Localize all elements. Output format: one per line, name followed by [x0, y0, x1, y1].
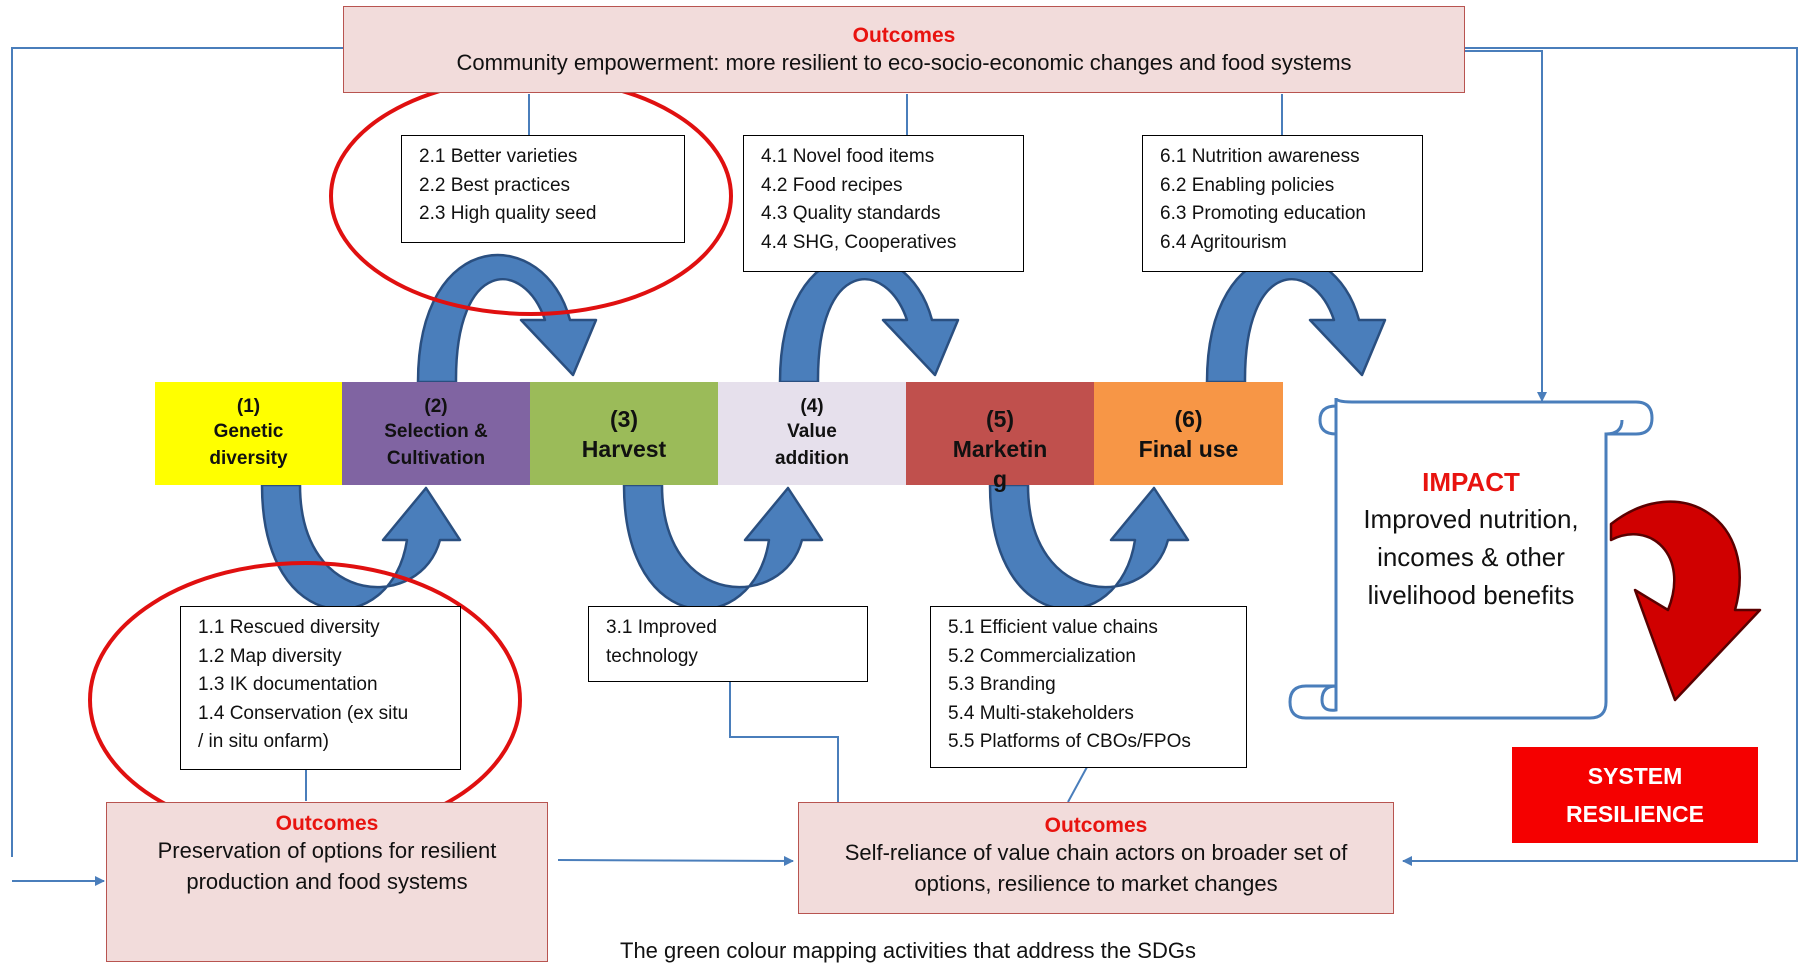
right-outcome-text: Self-reliance of value chain actors on b…	[844, 840, 1348, 896]
box-2: 2.1 Better varieties 2.2 Best practices …	[401, 135, 685, 243]
connector-impact	[1465, 50, 1547, 402]
stage-3-number: (3)	[609, 405, 639, 432]
box-2-item: 2.1 Better varieties	[419, 146, 578, 167]
curved-arrow-top-3	[1205, 253, 1387, 384]
box-3-item: technology	[606, 645, 698, 667]
connector-left-loop	[11, 47, 343, 857]
impact-text: Improved nutrition, incomes & other live…	[1363, 504, 1579, 610]
connector-lines	[11, 47, 1798, 886]
connector-left-right	[557, 855, 794, 866]
connector-box5-right	[1067, 766, 1088, 803]
stage-3: (3) Harvest	[530, 382, 718, 485]
right-outcome-box: Outcomes Self-reliance of value chain ac…	[798, 802, 1394, 914]
left-outcome-box: Outcomes Preservation of options for res…	[106, 802, 548, 962]
connector-right-loop	[1402, 47, 1798, 866]
impact-scroll	[1288, 397, 1654, 720]
box-1: 1.1 Rescued diversity 1.2 Map diversity …	[180, 606, 461, 770]
box-5-item: 5.2 Commercialization	[948, 645, 1136, 667]
stage-3-label: Harvest	[581, 435, 667, 462]
box-6-item: 6.3 Promoting education	[1160, 203, 1366, 224]
box-5-item: 5.3 Branding	[948, 674, 1056, 695]
impact-title: IMPACT	[1422, 467, 1520, 497]
system-resilience-label: SYSTEM RESILIENCE	[1565, 763, 1705, 827]
stage-2: (2) Selection & Cultivation	[342, 382, 530, 485]
box-5-item: 5.5 Platforms of CBOs/FPOs	[948, 731, 1191, 752]
left-outcome-title: Outcomes	[275, 812, 379, 835]
curved-arrows	[260, 253, 1387, 611]
top-outcome-box: Outcomes Community empowerment: more res…	[343, 6, 1465, 93]
curved-arrow-top-2	[778, 253, 960, 384]
resilience-arrow-icon	[1609, 500, 1762, 702]
top-outcome-title: Outcomes	[852, 24, 956, 47]
left-outcome-text: Preservation of options for resilient pr…	[157, 838, 497, 894]
stage-1-number: (1)	[236, 396, 261, 417]
system-resilience-badge: SYSTEM RESILIENCE	[1512, 747, 1758, 843]
box-5: 5.1 Efficient value chains 5.2 Commercia…	[930, 606, 1247, 768]
box-2-item: 2.2 Best practices	[419, 174, 571, 196]
box-1-item: 1.4 Conservation (ex situ	[198, 702, 409, 724]
right-outcome-title: Outcomes	[1044, 814, 1148, 837]
stage-5: (5) Marketin g	[906, 382, 1094, 492]
box-5-item: 5.4 Multi-stakeholders	[948, 702, 1134, 724]
stage-6-label: Final use	[1138, 435, 1239, 462]
curved-arrow-bottom-1	[260, 483, 462, 611]
top-outcome-text: Community empowerment: more resilient to…	[456, 50, 1352, 75]
stage-6: (6) Final use	[1094, 382, 1283, 485]
stage-1-label: Genetic diversity	[209, 421, 288, 469]
box-4-item: 4.4 SHG, Cooperatives	[761, 231, 957, 253]
box-6-item: 6.2 Enabling policies	[1160, 174, 1335, 196]
stage-5-number: (5)	[985, 405, 1015, 432]
box-3-item: 3.1 Improved	[606, 617, 717, 638]
curved-arrow-bottom-2	[622, 483, 824, 611]
box-2-item: 2.3 High quality seed	[419, 203, 597, 224]
connector-box3-right	[729, 676, 839, 802]
stage-6-number: (6)	[1174, 405, 1203, 432]
stage-4-label: Value addition	[775, 421, 849, 469]
footer-caption-text: The green colour mapping activities that…	[620, 938, 1196, 963]
box-6: 6.1 Nutrition awareness 6.2 Enabling pol…	[1142, 135, 1423, 272]
impact-text-block: IMPACT Improved nutrition, incomes & oth…	[1345, 464, 1597, 614]
stage-2-label: Selection & Cultivation	[384, 421, 488, 469]
box-6-item: 6.4 Agritourism	[1160, 231, 1287, 253]
stage-2-number: (2)	[424, 396, 448, 417]
footer-caption: The green colour mapping activities that…	[620, 938, 1196, 964]
box-4-item: 4.3 Quality standards	[761, 203, 941, 224]
box-1-item: / in situ onfarm)	[198, 731, 329, 752]
stage-5-label: Marketin g	[952, 435, 1048, 492]
box-3: 3.1 Improved technology	[588, 606, 868, 682]
box-6-item: 6.1 Nutrition awareness	[1160, 146, 1360, 167]
box-5-item: 5.1 Efficient value chains	[948, 617, 1158, 638]
box-4: 4.1 Novel food items 4.2 Food recipes 4.…	[743, 135, 1024, 272]
box-1-item: 1.3 IK documentation	[198, 674, 378, 695]
curved-arrow-bottom-3	[988, 483, 1190, 611]
stage-4: (4) Value addition	[718, 382, 906, 485]
box-1-item: 1.1 Rescued diversity	[198, 617, 380, 638]
curved-arrow-top-1	[416, 253, 598, 384]
box-1-item: 1.2 Map diversity	[198, 645, 342, 667]
stage-4-number: (4)	[800, 396, 824, 417]
box-4-item: 4.2 Food recipes	[761, 174, 903, 196]
box-4-item: 4.1 Novel food items	[761, 146, 935, 167]
stage-1: (1) Genetic diversity	[155, 382, 342, 485]
